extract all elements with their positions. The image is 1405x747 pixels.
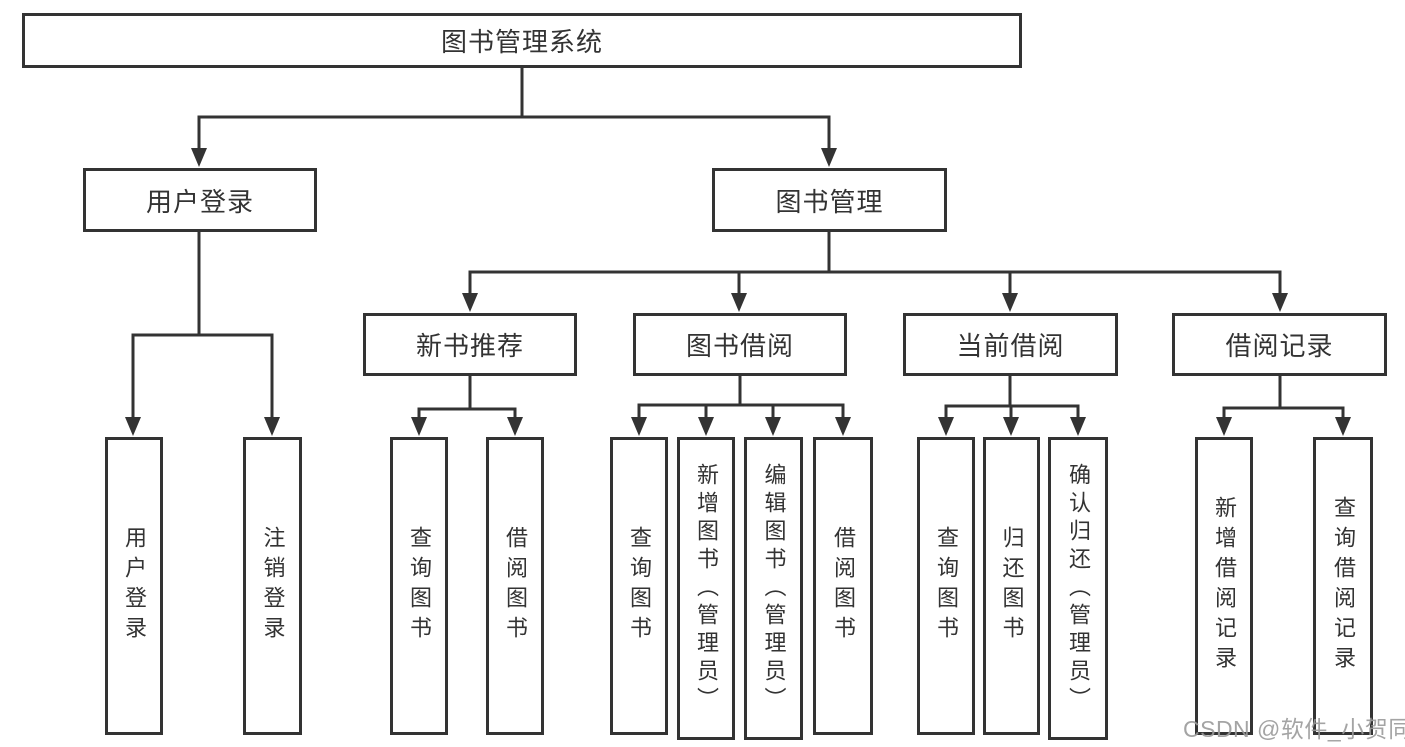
node-root: 图书管理系统 <box>22 13 1022 68</box>
leaf-br-add-record-label: 新增借阅记录 <box>1212 496 1237 676</box>
leaf-cb-query-book: 查询图书 <box>917 437 975 735</box>
node-user-login-label: 用户登录 <box>145 186 254 217</box>
leaf-br-add-record: 新增借阅记录 <box>1195 437 1253 735</box>
leaf-user-login-label: 用户登录 <box>122 526 147 646</box>
node-borrow-records: 借阅记录 <box>1172 313 1387 376</box>
leaf-bb-query-book: 查询图书 <box>610 437 668 735</box>
leaf-bb-borrow-book: 借阅图书 <box>813 437 873 735</box>
leaf-bb-query-book-label: 查询图书 <box>627 526 652 646</box>
leaf-logout-label: 注销登录 <box>260 526 286 646</box>
leaf-nbr-borrow-book-label: 借阅图书 <box>503 526 528 646</box>
node-book-management: 图书管理 <box>712 168 947 232</box>
leaf-br-query-record: 查询借阅记录 <box>1313 437 1373 735</box>
leaf-cb-confirm-return-admin-label: 确认归还（管理员） <box>1066 462 1091 715</box>
leaf-nbr-query-book-label: 查询图书 <box>407 526 432 646</box>
node-root-label: 图书管理系统 <box>440 27 603 57</box>
leaf-cb-return-book-label: 归还图书 <box>999 526 1025 646</box>
node-new-book-recommend: 新书推荐 <box>363 313 577 376</box>
leaf-cb-return-book: 归还图书 <box>983 437 1040 735</box>
leaf-bb-edit-book-admin: 编辑图书（管理员） <box>744 437 803 740</box>
node-current-borrow-label: 当前借阅 <box>956 331 1065 361</box>
leaf-bb-borrow-book-label: 借阅图书 <box>831 526 856 646</box>
node-book-borrow: 图书借阅 <box>633 313 847 376</box>
leaf-user-login: 用户登录 <box>105 437 163 735</box>
node-current-borrow: 当前借阅 <box>903 313 1118 376</box>
leaf-cb-query-book-label: 查询图书 <box>934 526 959 646</box>
node-user-login: 用户登录 <box>83 168 317 232</box>
node-book-management-label: 图书管理 <box>775 186 884 217</box>
leaf-bb-add-book-admin: 新增图书（管理员） <box>677 437 735 740</box>
leaf-nbr-borrow-book: 借阅图书 <box>486 437 544 735</box>
leaf-bb-add-book-admin-label: 新增图书（管理员） <box>694 462 719 715</box>
node-borrow-records-label: 借阅记录 <box>1225 331 1334 361</box>
leaf-logout: 注销登录 <box>243 437 302 735</box>
leaf-bb-edit-book-admin-label: 编辑图书（管理员） <box>761 462 787 715</box>
leaf-br-query-record-label: 查询借阅记录 <box>1331 496 1356 676</box>
csdn-watermark: CSDN @软件_小贺同学 <box>1183 716 1405 742</box>
node-book-borrow-label: 图书借阅 <box>685 331 794 361</box>
leaf-cb-confirm-return-admin: 确认归还（管理员） <box>1048 437 1108 740</box>
node-new-book-recommend-label: 新书推荐 <box>415 331 524 361</box>
leaf-nbr-query-book: 查询图书 <box>390 437 448 735</box>
